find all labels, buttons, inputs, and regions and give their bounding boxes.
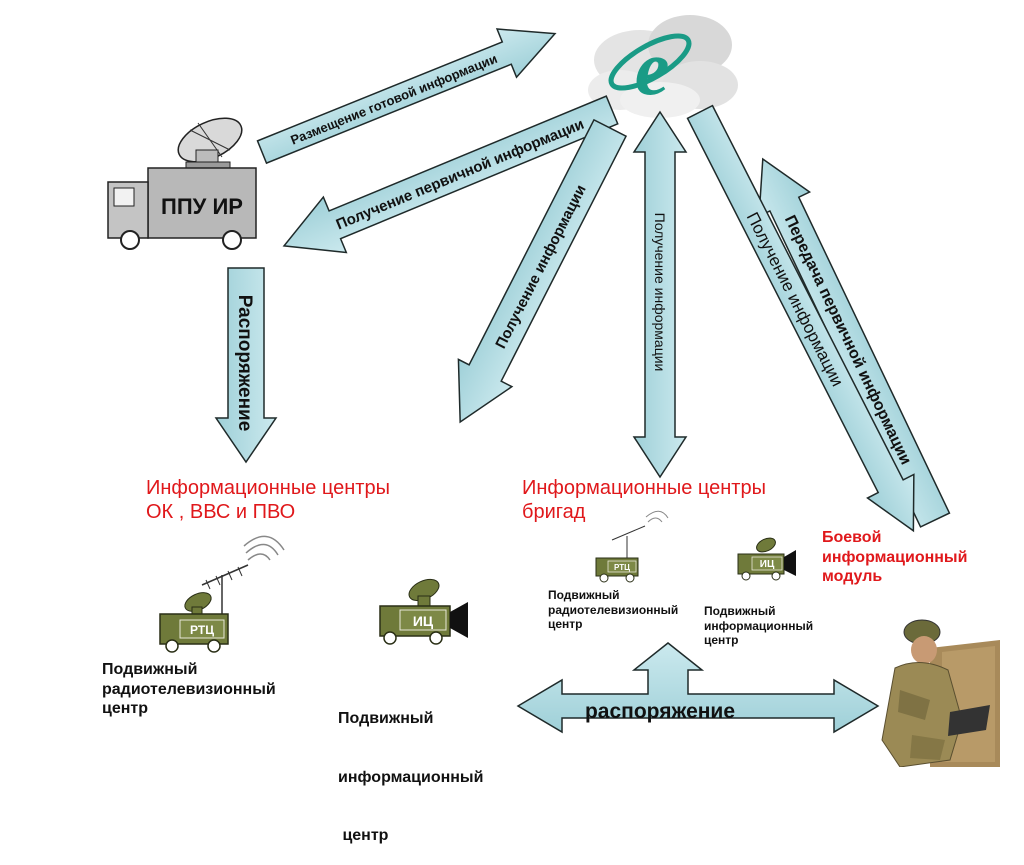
ic-large-caption-line2: информационный (338, 768, 484, 786)
district-centers-title-line1: Информационные центры (146, 477, 390, 499)
ic-small-caption: Подвижный информационный центр (704, 604, 813, 648)
district-centers-title: Информационные центры ОК , ВВС и ПВО (146, 476, 390, 525)
rtc-large-caption-line2: радиотелевизионный (102, 680, 276, 698)
satellite-dish-icon (184, 592, 212, 616)
rtc-small-caption-line3: центр (548, 617, 583, 632)
rtc-large-caption: Подвижный радиотелевизионный центр (102, 660, 276, 719)
satellite-dish-icon (177, 117, 243, 171)
ic-truck-small: ИЦ (737, 537, 796, 581)
arrow-order-bottom-label: распоряжение (585, 700, 735, 723)
rtc-small-caption-line2: радиотелевизионный (548, 602, 679, 617)
satellite-dish-icon (408, 578, 440, 607)
arrow-order-vertical: Распоряжение (214, 267, 278, 464)
rtc-truck-small: РТЦ (595, 510, 669, 583)
ic-large-caption-line1: Подвижный (338, 710, 434, 728)
brigade-centers-title-line1: Информационные центры (522, 477, 766, 499)
rtc-small-caption-line1: Подвижный (548, 588, 620, 602)
arrow-receive-info-vertical: Получение информации (632, 110, 688, 479)
ppu-ir-label: ППУ ИР (161, 194, 243, 219)
horn-speaker-icon (784, 550, 796, 576)
arrow-posting-label: Размещение готовой информации (288, 51, 499, 148)
arrow-transmit-primary: Передача первичной информации (758, 157, 951, 528)
brigade-centers-title: Информационные центры бригад (522, 476, 766, 525)
rtc-large-caption-line1: Подвижный (102, 661, 198, 678)
rtc-badge-large: РТЦ (190, 623, 214, 637)
ic-small-caption-line2: информационный (704, 618, 814, 633)
internet-explorer-e-icon: e (608, 24, 692, 111)
ic-badge-large: ИЦ (413, 613, 434, 629)
ic-large-caption: Подвижный информационный центр (338, 670, 483, 865)
antenna-icon (201, 564, 249, 618)
rtc-truck-large: РТЦ (159, 535, 285, 653)
ic-small-caption-line1: Подвижный (704, 604, 776, 618)
ic-badge-small: ИЦ (760, 559, 775, 570)
rtc-badge-small: РТЦ (614, 563, 630, 572)
brigade-centers-title-line2: бригад (522, 501, 586, 524)
district-centers-title-line2: ОК , ВВС и ПВО (146, 501, 296, 524)
arrow-receive-info-vertical-label: Получение информации (652, 213, 668, 372)
ppu-ir-vehicle: ППУ ИР (107, 117, 257, 250)
radio-waves-icon (243, 535, 285, 561)
radio-waves-icon (645, 510, 669, 523)
combat-module-label: Боевой информационный модуль (822, 528, 967, 587)
svg-text:e: e (635, 24, 670, 111)
arrow-order-bottom: распоряжение (516, 642, 880, 734)
combat-module-line2: информационный (822, 548, 968, 566)
rtc-small-caption: Подвижный радиотелевизионный центр (548, 588, 678, 632)
combat-module-line3: модуль (822, 568, 883, 586)
network-diagram: e Размещение готовой информации Получени… (107, 15, 1000, 767)
combat-module-line1: Боевой (822, 529, 882, 546)
ic-small-caption-line3: центр (704, 633, 739, 648)
horn-speaker-icon (450, 602, 468, 638)
arrow-receive-info-diagonal-label: Получение информации (492, 182, 589, 351)
arrow-order-vertical-label: Распоряжение (234, 295, 255, 432)
ic-large-caption-line3: центр (338, 827, 389, 845)
antenna-icon (611, 525, 646, 560)
soldier-with-laptop-image (881, 619, 1000, 767)
rtc-large-caption-line3: центр (102, 700, 149, 718)
ic-truck-large: ИЦ (379, 578, 468, 645)
